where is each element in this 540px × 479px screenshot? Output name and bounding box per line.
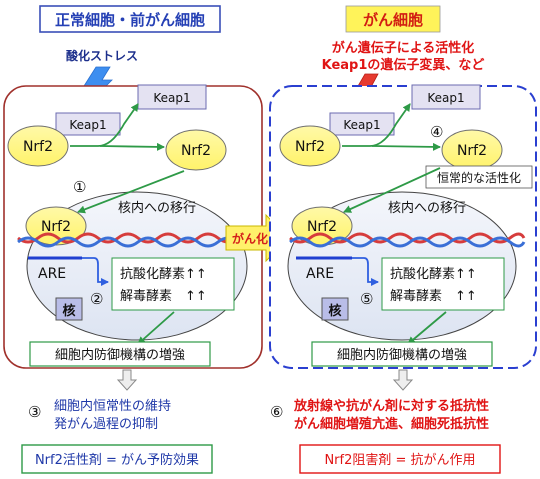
right-genes-1: 抗酸化酵素↑↑: [390, 267, 477, 282]
left-keap1-free: Keap1: [153, 91, 190, 105]
right-panel: がん細胞 がん遺伝子による活性化 Keap1の遺伝子変異、など Keap1 Ke…: [269, 5, 537, 474]
left-step3: ③: [28, 403, 41, 421]
right-keap1-free: Keap1: [427, 91, 464, 105]
right-nucleus-tag: [321, 297, 349, 321]
left-result-1: 細胞内恒常性の維持: [54, 398, 171, 414]
right-arrow-to-nrf2b: [371, 142, 441, 151]
left-panel: 正常細胞・前がん細胞 酸化ストレス Keap1 Keap1 Nrf2 Nrf2 …: [3, 5, 263, 474]
right-result-2: がん細胞増殖亢進、細胞死抵抗性: [294, 416, 489, 432]
right-constitutive: 恒常的な活性化: [437, 170, 521, 185]
left-defense-box: [29, 341, 211, 367]
right-cause-2: Keap1の遺伝子変異、など: [322, 57, 485, 73]
left-keap1-bound-box: [55, 112, 121, 136]
left-dna-helix: [17, 232, 258, 248]
left-are-label: ARE: [38, 266, 66, 282]
right-constitutive-box: [425, 165, 533, 189]
right-title-box: [345, 5, 441, 33]
oxidative-stress-label: 酸化ストレス: [66, 48, 138, 63]
left-migration-label: 核内への移行: [118, 200, 196, 216]
left-result-2: 発がん過程の抑制: [54, 417, 158, 432]
left-keap1-free-box: [137, 84, 207, 110]
right-step4: ④: [430, 123, 443, 141]
right-nucleus-label: 核: [328, 303, 341, 319]
right-keap1-free-box: [411, 84, 481, 110]
right-defense-box: [311, 341, 493, 367]
left-conclusion: Nrf2活性剤 = がん予防効果: [35, 452, 199, 468]
right-conclusion-box: [299, 444, 501, 474]
left-arrow-release: [70, 103, 139, 147]
left-arrow-are: [82, 257, 109, 286]
left-conclusion-box: [21, 444, 213, 474]
right-nrf2-a-label: Nrf2: [295, 139, 325, 155]
left-down-arrow: [116, 369, 138, 391]
right-step5: ⑤: [360, 290, 373, 308]
left-title: 正常細胞・前がん細胞: [55, 11, 205, 29]
left-genes-1: 抗酸化酵素↑↑: [120, 267, 207, 282]
right-cause-1: がん遺伝子による活性化: [332, 40, 475, 56]
right-arrow-into-nucleus: [343, 167, 441, 213]
left-step1: ①: [73, 178, 86, 196]
right-are-label: ARE: [306, 266, 334, 282]
transition-label: がん化: [232, 231, 268, 246]
left-arrow-defense: [137, 311, 175, 345]
right-keap1-bound-box: [329, 112, 395, 136]
left-genes-box: [111, 257, 235, 311]
left-nrf2-a: [7, 125, 69, 167]
left-step2: ②: [90, 290, 103, 308]
left-arrow-to-nrf2b: [99, 142, 165, 151]
left-genes-2: 解毒酵素 ↑↑: [120, 289, 207, 304]
right-result-1: 放射線や抗がん剤に対する抵抗性: [293, 398, 489, 414]
right-nrf2-a: [279, 125, 341, 167]
left-nrf2-nucleus-label: Nrf2: [41, 219, 71, 235]
left-nucleus-tag: [55, 297, 83, 321]
right-step6: ⑥: [270, 403, 283, 421]
left-nrf2-a-label: Nrf2: [23, 139, 53, 155]
right-dna-helix: [289, 232, 526, 248]
right-nrf2-b-label: Nrf2: [457, 143, 487, 159]
right-arrow-defense: [407, 311, 447, 345]
right-title: がん細胞: [363, 11, 423, 29]
left-nrf2-b: [165, 129, 227, 171]
right-arrow-are: [352, 257, 379, 286]
left-title-box: [39, 5, 221, 33]
right-conclusion: Nrf2阻害剤 = 抗がん作用: [324, 452, 475, 468]
right-migration-label: 核内への移行: [388, 200, 466, 216]
left-nrf2-b-label: Nrf2: [181, 143, 211, 159]
right-keap1-bound: Keap1: [343, 118, 380, 132]
right-nrf2-nucleus-label: Nrf2: [307, 219, 337, 235]
right-arrow-release: [342, 103, 411, 147]
right-down-arrow: [392, 369, 414, 391]
right-genes-box: [381, 257, 505, 311]
right-defense-label: 細胞内防御機構の増強: [337, 347, 467, 363]
left-keap1-bound: Keap1: [69, 118, 106, 132]
left-defense-label: 細胞内防御機構の増強: [55, 347, 185, 363]
left-arrow-into-nucleus: [77, 170, 185, 214]
left-nucleus-label: 核: [62, 303, 75, 319]
right-genes-2: 解毒酵素 ↑↑: [390, 289, 477, 304]
